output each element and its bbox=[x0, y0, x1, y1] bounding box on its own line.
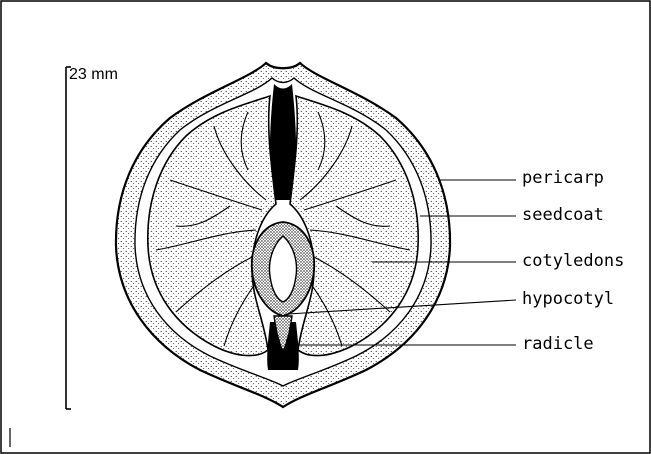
label-radicle: radicle bbox=[522, 336, 594, 353]
label-pericarp: pericarp bbox=[522, 170, 604, 187]
label-hypocotyl: hypocotyl bbox=[522, 291, 614, 308]
label-seedcoat: seedcoat bbox=[522, 207, 604, 224]
scale-bar bbox=[66, 67, 71, 409]
scale-bar-label: 23 mm bbox=[69, 67, 118, 83]
label-cotyledons: cotyledons bbox=[522, 253, 624, 270]
